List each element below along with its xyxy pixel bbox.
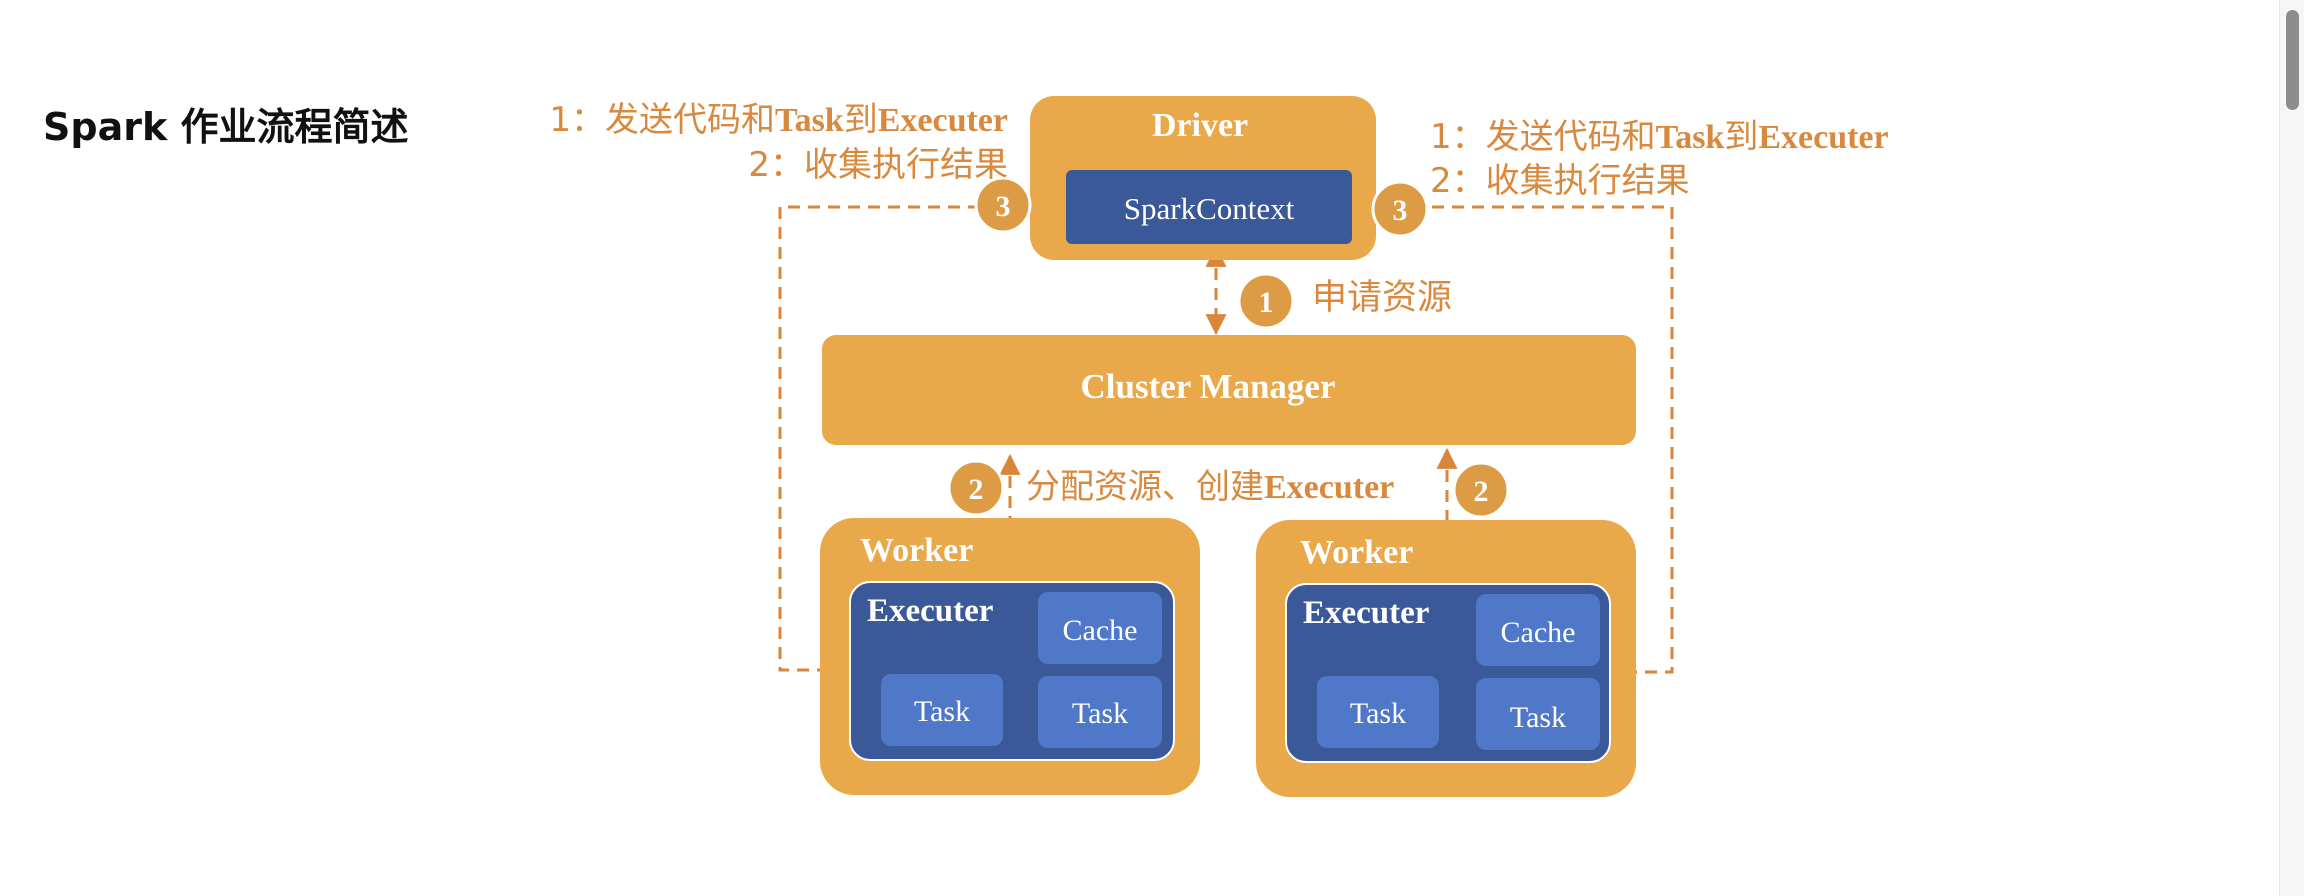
left-loop-line (778, 205, 1000, 681)
right-loop-line (1432, 205, 1674, 683)
task-label: Task (1072, 697, 1128, 730)
allocate-resource-label: 分配资源、创建Executer (1026, 467, 1394, 507)
svg-text:1: 1 (1259, 286, 1274, 319)
apply-resource-label: 申请资源 (1312, 278, 1452, 318)
executer-label: Executer (867, 593, 993, 629)
step-badge-3-right: 3 (1371, 180, 1429, 238)
worker-node-2: Worker Executer Cache Task Task (1256, 520, 1636, 797)
spark-context-label: SparkContext (1124, 191, 1295, 226)
worker-label: Worker (1300, 534, 1413, 571)
svg-text:2: 2 (1474, 475, 1489, 508)
driver-node: Driver SparkContext (1030, 96, 1376, 260)
left-note-line1: 1：发送代码和Task到Executer (549, 100, 1008, 140)
step-badge-2-left: 2 (947, 459, 1005, 517)
left-note-line2: 2：收集执行结果 (748, 145, 1008, 185)
task-label: Task (914, 695, 970, 728)
svg-text:3: 3 (1393, 194, 1408, 227)
page-title: Spark 作业流程简述 (43, 105, 409, 149)
scrollbar[interactable] (2279, 0, 2304, 896)
right-note-line2: 2：收集执行结果 (1430, 161, 1690, 201)
executer-label: Executer (1303, 595, 1429, 631)
right-note-line1: 1：发送代码和Task到Executer (1430, 117, 1889, 157)
step-badge-3-left: 3 (974, 176, 1032, 234)
svg-text:2: 2 (969, 473, 984, 506)
step-badge-2-right: 2 (1452, 461, 1510, 519)
task-label: Task (1510, 701, 1566, 734)
step-badge-1: 1 (1237, 272, 1295, 330)
cache-label: Cache (1501, 616, 1576, 649)
worker-label: Worker (860, 532, 973, 569)
cache-label: Cache (1063, 614, 1138, 647)
cluster-manager-node: Cluster Manager (822, 335, 1636, 445)
svg-text:3: 3 (996, 190, 1011, 223)
task-label: Task (1350, 697, 1406, 730)
driver-label: Driver (1152, 107, 1248, 144)
cluster-manager-label: Cluster Manager (1081, 367, 1336, 406)
worker-node-1: Worker Executer Cache Task Task (820, 518, 1200, 795)
scrollbar-thumb[interactable] (2286, 10, 2299, 110)
